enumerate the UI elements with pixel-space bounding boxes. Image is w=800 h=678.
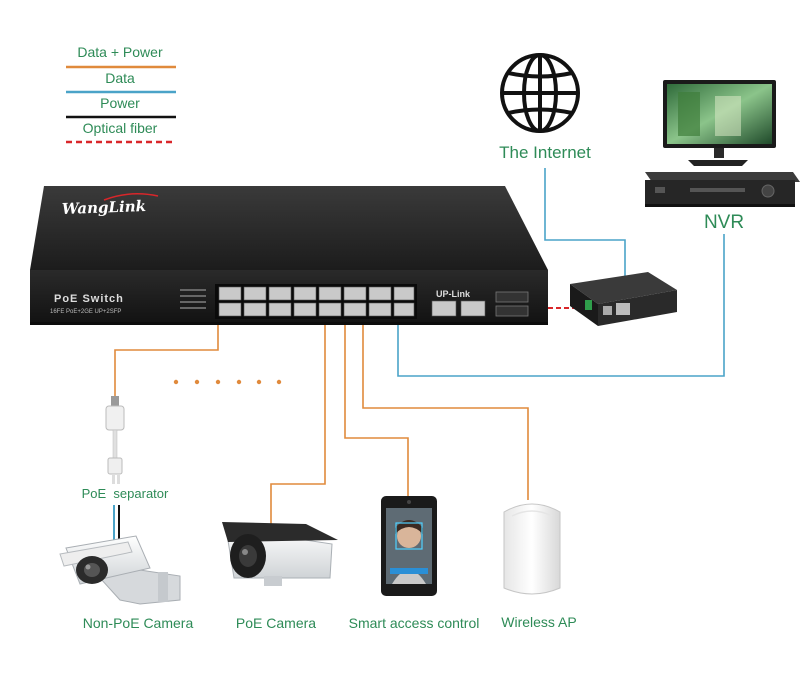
bullet-camera-icon bbox=[222, 522, 338, 586]
access-control-label: Smart access control bbox=[349, 615, 480, 631]
switch-top bbox=[30, 186, 548, 270]
switch-name-label: PoE Switch bbox=[54, 293, 124, 305]
bullet-camera-bracket-icon bbox=[59, 535, 181, 605]
legend: Data + Power Data Power Optical fiber bbox=[66, 44, 176, 144]
separator-label: PoE separator bbox=[82, 486, 169, 501]
media-converter-icon bbox=[570, 272, 677, 326]
switch-spec-label: 16FE PoE+2GE UP+2SFP bbox=[50, 309, 121, 315]
legend-label-data: Data bbox=[105, 70, 135, 86]
poe-camera-label: PoE Camera bbox=[236, 615, 316, 631]
link-switch-poe-camera bbox=[270, 318, 326, 528]
switch-uplink-ports bbox=[431, 300, 486, 317]
switch-port-block bbox=[215, 284, 417, 319]
internet-label: The Internet bbox=[499, 143, 591, 162]
link-switch-nvr bbox=[397, 234, 725, 377]
switch-sfp-ports bbox=[495, 291, 529, 317]
switch-brand-label: WangLink bbox=[62, 197, 147, 218]
wireless-ap-label: Wireless AP bbox=[501, 614, 576, 630]
poe-switch: WangLink PoE Switch 16FE PoE+2GE UP+2SFP… bbox=[30, 186, 548, 325]
link-switch-separator bbox=[114, 318, 219, 398]
link-switch-access-control bbox=[344, 318, 409, 498]
nvr-recorder-icon bbox=[645, 172, 800, 207]
link-switch-wireless-ap bbox=[362, 318, 529, 500]
monitor-icon bbox=[663, 80, 776, 166]
access-point-icon bbox=[503, 503, 561, 595]
switch-uplink-label: UP-Link bbox=[436, 289, 471, 299]
switch-leds bbox=[180, 289, 206, 309]
globe-icon bbox=[500, 53, 580, 133]
link-internet-converter bbox=[544, 168, 626, 278]
face-terminal-icon bbox=[381, 496, 437, 596]
poe-separator-icon bbox=[105, 396, 125, 484]
legend-label-optical-fiber: Optical fiber bbox=[83, 120, 158, 136]
non-poe-camera-label: Non-PoE Camera bbox=[83, 615, 194, 631]
nvr-label: NVR bbox=[704, 212, 744, 233]
legend-label-power: Power bbox=[100, 95, 140, 111]
more-devices-dots bbox=[173, 379, 282, 385]
connections bbox=[113, 168, 725, 540]
legend-label-data-power: Data + Power bbox=[77, 44, 163, 60]
